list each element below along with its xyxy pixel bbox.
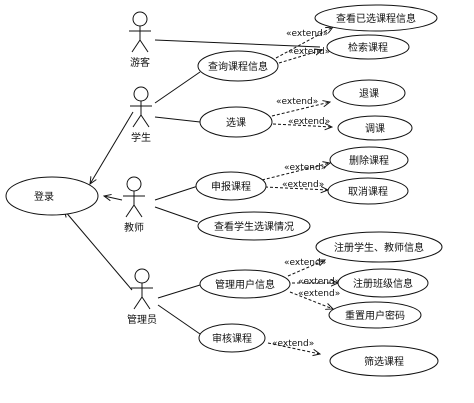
ext-declare-delete bbox=[261, 163, 330, 181]
use-case-drop-course bbox=[332, 79, 406, 107]
use-case-register-label: 注册学生、教师信息 bbox=[334, 241, 424, 254]
use-case-delete-course bbox=[329, 146, 409, 174]
use-case-declare-course bbox=[195, 171, 267, 201]
use-case-switch-course-label: 调课 bbox=[365, 123, 385, 135]
use-case-query-course bbox=[197, 50, 279, 82]
extend-label: «extend» bbox=[284, 163, 326, 173]
use-case-select-course bbox=[199, 106, 273, 138]
extend-label: «extend» bbox=[276, 97, 318, 107]
extend-label: «extend» bbox=[284, 258, 326, 268]
actor-teacher-label: 教师 bbox=[124, 221, 144, 234]
actor-admin bbox=[131, 268, 153, 310]
use-case-register-class-label: 注册班级信息 bbox=[353, 277, 413, 290]
extend-label: «extend» bbox=[282, 180, 324, 190]
extend-lines bbox=[261, 27, 338, 354]
assoc-admin-manage bbox=[157, 284, 201, 299]
assoc-teacher-view bbox=[154, 206, 199, 223]
use-case-cancel-course bbox=[327, 177, 409, 205]
assoc-guest-search bbox=[154, 39, 321, 48]
extend-label: «extend» bbox=[288, 117, 330, 127]
use-case-login-label: 登录 bbox=[34, 190, 54, 203]
use-case-login bbox=[5, 176, 99, 216]
association-lines bbox=[64, 39, 321, 335]
gen-student-login bbox=[90, 111, 134, 184]
use-case-cancel-course-label: 取消课程 bbox=[348, 185, 388, 198]
use-case-drop-course-label: 退课 bbox=[359, 88, 379, 100]
assoc-student-select bbox=[154, 116, 201, 123]
extend-label: «extend» bbox=[298, 289, 340, 299]
actor-guest bbox=[129, 11, 151, 53]
use-case-select-course-label: 选课 bbox=[226, 116, 246, 129]
extend-label: «extend» bbox=[288, 47, 330, 57]
gen-teacher-login bbox=[104, 196, 123, 200]
use-case-reset-password bbox=[328, 301, 422, 329]
ext-declare-cancel bbox=[264, 187, 328, 190]
use-case-register-class bbox=[337, 268, 429, 298]
use-case-manage-user bbox=[199, 269, 291, 299]
use-case-review-course bbox=[198, 323, 266, 353]
ext-review-filter bbox=[267, 342, 320, 354]
extend-label: «extend» bbox=[298, 277, 340, 287]
ext-manage-register bbox=[287, 260, 325, 277]
assoc-teacher-declare bbox=[154, 185, 199, 201]
actor-guest-label: 游客 bbox=[130, 56, 150, 69]
actor-student bbox=[130, 86, 152, 128]
use-case-declare-course-label: 申报课程 bbox=[211, 180, 251, 193]
ext-query-search bbox=[278, 50, 322, 64]
use-case-view-selected-label: 查看已选课程信息 bbox=[336, 12, 416, 25]
use-case-view-student-selection bbox=[197, 211, 311, 241]
use-case-switch-course bbox=[337, 115, 413, 141]
extend-labels: «extend» «extend» «extend» «extend» «ext… bbox=[272, 29, 340, 349]
use-case-review-course-label: 审核课程 bbox=[212, 332, 252, 345]
use-case-filter-course bbox=[329, 345, 439, 377]
ext-query-view-selected bbox=[275, 27, 333, 59]
use-case-reset-password-label: 重置用户密码 bbox=[345, 309, 405, 322]
use-case-filter-course-label: 筛选课程 bbox=[364, 355, 404, 368]
assoc-student-query bbox=[154, 71, 201, 104]
use-case-ellipses bbox=[5, 4, 443, 377]
use-case-view-student-selection-label: 查看学生选课情况 bbox=[214, 220, 294, 233]
use-case-labels: 登录 查看已选课程信息 检索课程 查询课程信息 退课 选课 调课 删除课程 申报… bbox=[34, 12, 424, 368]
ext-manage-reset bbox=[289, 291, 333, 309]
use-case-delete-course-label: 删除课程 bbox=[349, 154, 389, 167]
extend-label: «extend» bbox=[286, 29, 328, 39]
use-case-manage-user-label: 管理用户信息 bbox=[215, 278, 275, 291]
use-case-search-course bbox=[326, 34, 410, 60]
use-case-view-selected bbox=[314, 4, 438, 32]
actor-teacher bbox=[123, 176, 145, 218]
use-case-search-course-label: 检索课程 bbox=[348, 41, 388, 54]
actor-admin-label: 管理员 bbox=[127, 313, 157, 326]
actor-student-label: 学生 bbox=[131, 131, 151, 144]
use-case-register bbox=[315, 231, 443, 263]
assoc-admin-review bbox=[157, 304, 201, 335]
gen-admin-login bbox=[64, 210, 133, 291]
extend-label: «extend» bbox=[272, 339, 314, 349]
use-case-query-course-label: 查询课程信息 bbox=[208, 60, 268, 73]
